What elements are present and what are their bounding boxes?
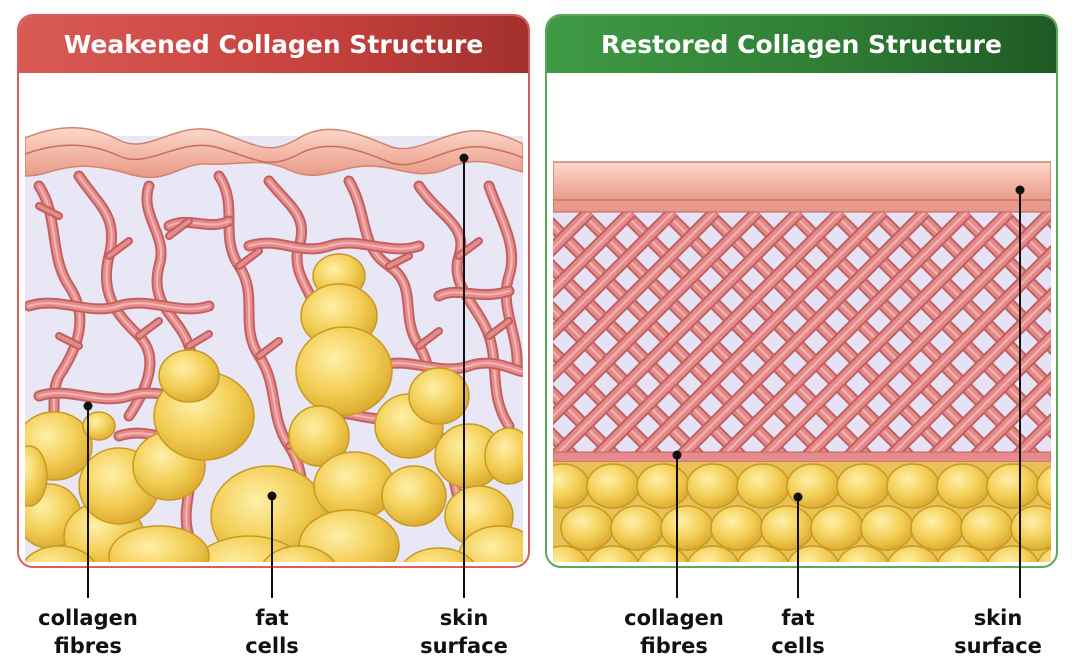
fat-cell-27	[83, 412, 115, 440]
fat-cell-11	[561, 506, 613, 550]
fat-cell-19	[961, 506, 1013, 550]
fat-cell-1	[587, 464, 639, 508]
fat-cell-12	[296, 327, 392, 415]
fat-cell-18	[409, 368, 469, 424]
fat-cell-8	[937, 464, 989, 508]
skin-base-band	[553, 200, 1051, 212]
fat-cell-6	[159, 350, 219, 402]
fat-cell-18	[911, 506, 963, 550]
restored-collagen-illustration	[547, 16, 1058, 568]
fat-cells-uniform	[547, 464, 1058, 568]
fat-cell-17	[861, 506, 913, 550]
fat-cell-9	[987, 464, 1039, 508]
weakened-panel: Weakened Collagen Structure	[17, 14, 530, 568]
mesh-fibre-up-highlight	[1055, 212, 1058, 460]
fat-cell-7	[887, 464, 939, 508]
right-fat-cells-label: fatcells	[728, 604, 868, 660]
fat-cell-13	[661, 506, 713, 550]
weakened-collagen-illustration	[19, 16, 530, 568]
mesh-bottom-band	[553, 452, 1051, 462]
mesh-fibre-up	[1055, 212, 1058, 460]
fat-cell-25	[485, 428, 530, 484]
fat-cell-6	[837, 464, 889, 508]
fat-cell-15	[761, 506, 813, 550]
fat-cell-16	[811, 506, 863, 550]
fat-cell-2	[637, 464, 689, 508]
fat-cell-17	[382, 466, 446, 526]
fat-cell-14	[711, 506, 763, 550]
flat-skin-surface	[553, 162, 1051, 202]
fat-cell-12	[611, 506, 663, 550]
mesh-fibre-up-core	[1055, 212, 1058, 460]
fat-cell-4	[737, 464, 789, 508]
fat-cell-3	[687, 464, 739, 508]
restored-panel: Restored Collagen Structure	[545, 14, 1058, 568]
fat-cell-5	[787, 464, 839, 508]
fat-cell-20	[1011, 506, 1058, 550]
